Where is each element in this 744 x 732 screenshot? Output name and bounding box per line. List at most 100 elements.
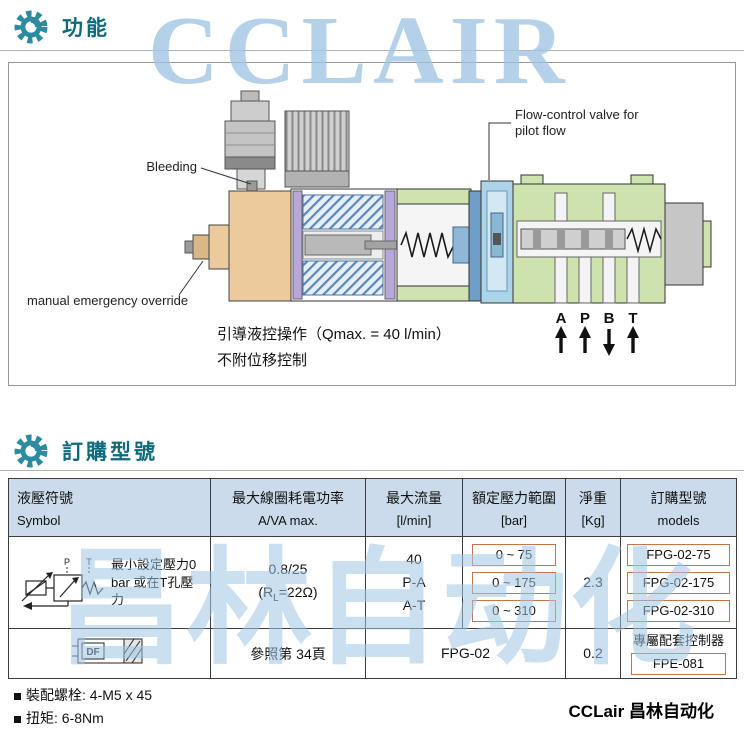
flow-control-leader-line xyxy=(488,122,511,180)
flow-path-pa: P-A xyxy=(402,573,426,590)
header-divider xyxy=(0,470,744,471)
amplifier-symbol: DF xyxy=(71,638,142,664)
manual-override-label: manual emergency override xyxy=(27,293,188,308)
col-header-weight-zh: 淨重 xyxy=(579,489,607,506)
main-spring xyxy=(626,226,662,254)
cell-reference: 參照第 34頁 xyxy=(210,628,366,679)
col-header-power-zh: 最大線圈耗電功率 xyxy=(232,489,344,506)
cell-weight: 0.2 xyxy=(565,628,621,679)
pressure-range: 0 ~ 175 xyxy=(472,571,556,594)
model-number: FPG-02-175 xyxy=(627,571,730,594)
section-title-function: 功能 xyxy=(62,17,110,40)
df-label: DF xyxy=(86,647,99,658)
cell-pressure-ranges: 0 ~ 75 0 ~ 175 0 ~ 310 xyxy=(462,536,566,629)
controller-label: 專屬配套控制器 xyxy=(632,633,724,649)
cell-coil-power: 0.8/25 (RL=22Ω) xyxy=(210,536,366,629)
section-header-ordering: 訂購型號 xyxy=(12,432,158,470)
square-bullet-icon xyxy=(14,693,21,700)
cell-df-symbol: DF xyxy=(8,628,211,679)
pilot-end-cap xyxy=(184,190,292,302)
reference-note: 參照第 34頁 xyxy=(250,645,326,662)
col-header-symbol-zh: 液壓符號 xyxy=(17,489,73,506)
model-number: FPG-02-310 xyxy=(627,599,730,622)
electrical-connector xyxy=(224,90,276,190)
flow-control-valve xyxy=(480,180,514,304)
solenoid-coil-section xyxy=(290,188,418,302)
pressure-range: 0 ~ 310 xyxy=(472,599,556,622)
cell-max-flow: 40 P-A A-T xyxy=(365,536,463,629)
hydraulic-symbol: P T xyxy=(21,557,104,610)
flow-path-at: A-T xyxy=(402,597,426,614)
armature xyxy=(304,234,372,256)
cell-weight: 2.3 xyxy=(565,536,621,629)
gear-icon xyxy=(14,10,48,44)
col-header-symbol: 液壓符號 Symbol xyxy=(8,478,211,537)
bleed-screw xyxy=(246,180,258,192)
symbol-port-p: P xyxy=(64,557,70,567)
brand-logo-text: CCLair 昌林自动化 xyxy=(568,702,714,721)
pressure-range: 0 ~ 75 xyxy=(472,543,556,566)
port-a-label: A xyxy=(556,310,567,327)
col-header-models-en: models xyxy=(657,512,700,528)
port-p-label: P xyxy=(580,310,590,327)
cell-models: FPG-02-75 FPG-02-175 FPG-02-310 xyxy=(620,536,737,629)
col-header-power-en: A/VA max. xyxy=(258,512,318,528)
valve-cross-section-diagram: A P B T Bleeding Flow-control valve for … xyxy=(8,62,736,386)
manual-override-pin xyxy=(192,234,210,260)
col-header-flow-zh: 最大流量 xyxy=(386,489,442,506)
divider-plate xyxy=(468,190,482,302)
flow-control-label-line1: Flow-control valve for xyxy=(515,107,639,122)
main-valve-body xyxy=(512,174,712,304)
coil-resistance: (RL=22Ω) xyxy=(258,583,318,604)
section-header-function: 功能 xyxy=(12,8,110,46)
pilot-spring-section xyxy=(396,188,472,302)
header-divider xyxy=(0,50,744,51)
torque-note: 扭矩: 6-8Nm xyxy=(14,708,104,728)
cell-symbol: P T xyxy=(8,536,211,629)
table-row-valve: P T xyxy=(8,536,737,629)
col-header-pressure-zh: 額定壓力範圍 xyxy=(472,489,556,506)
coil-power-value: 0.8/25 xyxy=(268,560,308,577)
col-header-models-zh: 訂購型號 xyxy=(650,489,707,506)
symbol-port-t: T xyxy=(86,557,92,567)
pilot-spring xyxy=(400,230,455,260)
model-number: FPG-02-75 xyxy=(627,543,730,566)
coil-tube xyxy=(284,110,350,188)
diagram-caption-line1: 引導液控操作（Qmax. = 40 l/min） xyxy=(217,326,451,343)
table-header-row: 液壓符號 Symbol 最大線圈耗電功率 A/VA max. 最大流量 [l/m… xyxy=(8,478,737,537)
port-t-label: T xyxy=(628,310,637,327)
port-b-label: B xyxy=(604,310,615,327)
col-header-power: 最大線圈耗電功率 A/VA max. xyxy=(210,478,366,537)
table-row-amplifier: DF 參照第 34頁 FPG-02 0.2 xyxy=(8,628,737,679)
section-title-ordering: 訂購型號 xyxy=(62,441,158,464)
mounting-bolt-note: 裝配螺栓: 4-M5 x 45 xyxy=(14,685,152,705)
weight-value: 2.3 xyxy=(583,573,603,590)
torque-text: 扭矩: 6-8Nm xyxy=(26,710,104,726)
ordering-table: 液壓符號 Symbol 最大線圈耗電功率 A/VA max. 最大流量 [l/m… xyxy=(8,478,737,679)
symbol-note: 最小設定壓力0 bar 或在T孔壓力 xyxy=(111,557,197,608)
mounting-bolt-text: 裝配螺栓: 4-M5 x 45 xyxy=(26,687,153,703)
col-header-flow: 最大流量 [l/min] xyxy=(365,478,463,537)
cell-controller: 專屬配套控制器 FPE-081 xyxy=(620,628,737,679)
controller-model: FPE-081 xyxy=(631,652,726,675)
main-spool xyxy=(520,228,626,250)
diagram-caption-line2: 不附位移控制 xyxy=(217,352,307,369)
col-header-weight-en: [Kg] xyxy=(581,512,605,528)
base-model: FPG-02 xyxy=(440,644,490,661)
bleeding-leader-line xyxy=(200,167,252,185)
flow-control-label-line2: pilot flow xyxy=(515,123,566,138)
valve-diagram-svg: A P B T Bleeding Flow-control valve for … xyxy=(27,90,712,369)
col-header-models: 訂購型號 models xyxy=(620,478,737,537)
gear-icon xyxy=(14,434,48,468)
col-header-symbol-en: Symbol xyxy=(17,512,61,528)
col-header-weight: 淨重 [Kg] xyxy=(565,478,621,537)
weight-value: 0.2 xyxy=(583,644,603,661)
manual-override-leader-line xyxy=(178,260,204,296)
flow-value: 40 xyxy=(406,550,422,567)
bleeding-label: Bleeding xyxy=(146,159,197,174)
port-flow-arrows xyxy=(555,326,639,356)
col-header-pressure-en: [bar] xyxy=(500,512,527,528)
col-header-pressure: 額定壓力範圍 [bar] xyxy=(462,478,566,537)
col-header-flow-en: [l/min] xyxy=(396,512,432,528)
square-bullet-icon xyxy=(14,716,21,723)
